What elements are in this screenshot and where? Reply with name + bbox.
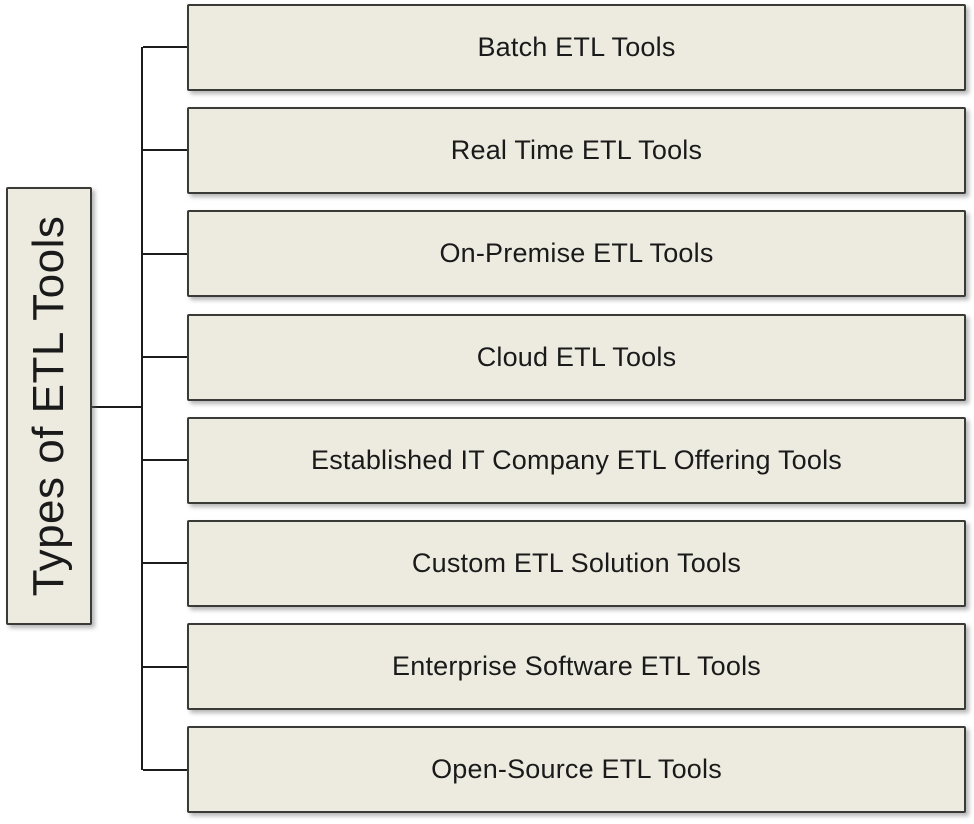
node-open-source-etl-tools: Open-Source ETL Tools	[187, 726, 966, 813]
branch-connector-enterprise	[143, 666, 188, 668]
branch-connector-cloud	[143, 356, 188, 358]
node-label: Open-Source ETL Tools	[431, 754, 722, 784]
node-label: Custom ETL Solution Tools	[411, 548, 742, 578]
branch-connector-open-source	[143, 769, 188, 771]
branch-connector-established-it	[143, 459, 188, 461]
node-custom-etl-solution-tools: Custom ETL Solution Tools	[187, 520, 966, 607]
root-node-types-of-etl-tools: Types of ETL Tools	[6, 187, 92, 625]
node-label: Cloud ETL Tools	[476, 342, 677, 372]
node-label: Established IT Company ETL Offering Tool…	[311, 445, 842, 475]
branch-connector-batch	[143, 46, 188, 48]
node-established-it-company-etl-offering-tools: Established IT Company ETL Offering Tool…	[187, 417, 966, 504]
branch-connector-on-premise	[143, 253, 188, 255]
node-label: Batch ETL Tools	[477, 32, 676, 62]
node-real-time-etl-tools: Real Time ETL Tools	[187, 107, 966, 194]
node-on-premise-etl-tools: On-Premise ETL Tools	[187, 210, 966, 297]
root-node-label: Types of ETL Tools	[24, 215, 73, 597]
root-connector-line	[92, 406, 141, 408]
branch-connector-custom	[143, 562, 188, 564]
node-enterprise-software-etl-tools: Enterprise Software ETL Tools	[187, 623, 966, 710]
node-label: On-Premise ETL Tools	[439, 238, 714, 268]
branch-connector-real-time	[143, 149, 188, 151]
node-label: Enterprise Software ETL Tools	[392, 651, 761, 681]
trunk-connector-line	[141, 47, 143, 770]
node-label: Real Time ETL Tools	[450, 135, 703, 165]
node-cloud-etl-tools: Cloud ETL Tools	[187, 314, 966, 401]
node-batch-etl-tools: Batch ETL Tools	[187, 4, 966, 91]
